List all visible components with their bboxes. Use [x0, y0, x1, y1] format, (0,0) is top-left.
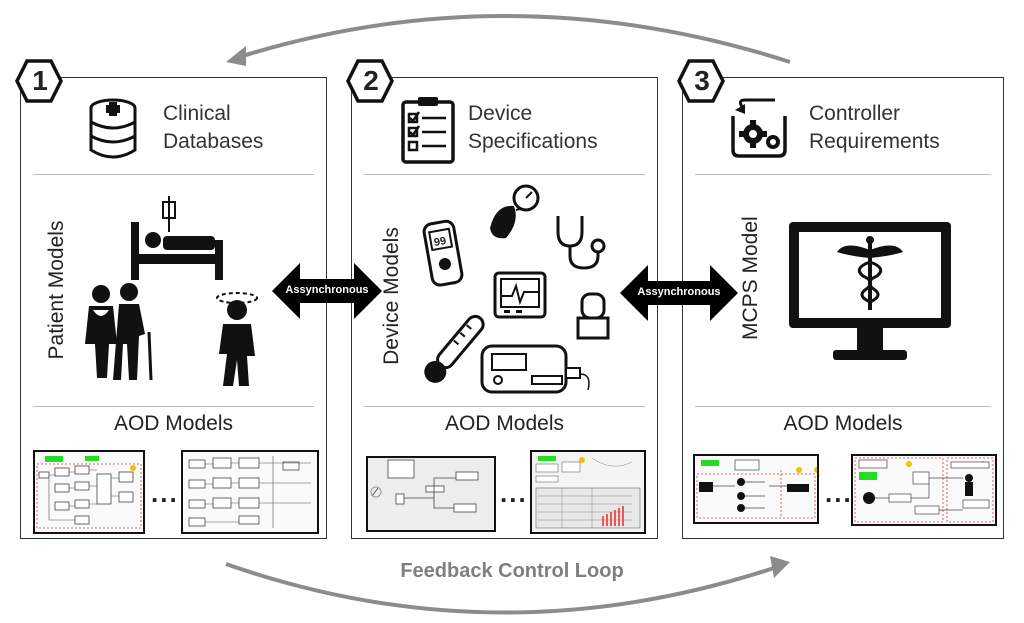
- more-models-dots: ...: [825, 478, 853, 508]
- aod-model-thumbnail: [530, 450, 646, 534]
- gears-icon: [731, 98, 787, 158]
- aod-model-thumbnail: [33, 450, 145, 534]
- glucometer-icon: [422, 219, 464, 287]
- panel-number: 1: [32, 65, 48, 96]
- panel-number: 2: [363, 65, 379, 96]
- async-arrow-left: [272, 263, 382, 319]
- panel-number-hex: [15, 59, 63, 103]
- pump-icon: [576, 292, 610, 340]
- aod-model-thumbnail: [366, 456, 496, 532]
- async-arrow-right: [620, 265, 738, 321]
- more-models-dots: ...: [151, 478, 179, 508]
- separator: [695, 174, 991, 175]
- async-label: Assynchronous: [285, 284, 369, 296]
- more-models-dots: ...: [500, 478, 528, 508]
- async-label: Assynchronous: [637, 286, 721, 298]
- blood-pressure-icon: [490, 184, 540, 239]
- database-icon: [89, 98, 137, 159]
- aod-model-thumbnail: [693, 454, 819, 524]
- caduceus-icon: [837, 236, 903, 310]
- hospital-bed-icon: [131, 196, 223, 280]
- thermometer-icon: [424, 314, 485, 383]
- glucometer-reading: 99: [433, 235, 448, 249]
- dizzy-person-icon: [216, 292, 258, 386]
- aod-models-label: AOD Models: [444, 412, 565, 435]
- aod-model-thumbnail: [851, 454, 997, 526]
- separator: [695, 406, 991, 407]
- panel-number: 3: [694, 65, 710, 96]
- panel-number-hex: [346, 59, 394, 103]
- elderly-couple-icon: [85, 283, 153, 381]
- separator: [33, 174, 314, 175]
- aod-model-thumbnail: [181, 450, 319, 534]
- stethoscope-icon: [556, 216, 606, 270]
- side-label: MCPS Model: [739, 216, 762, 340]
- aod-models-label: AOD Models: [113, 412, 234, 435]
- infusion-pump-icon: [480, 344, 590, 394]
- separator: [33, 406, 314, 407]
- side-label: Patient Models: [45, 220, 68, 360]
- panel-number-hex: [677, 59, 725, 103]
- aod-models-label: AOD Models: [783, 412, 903, 435]
- separator: [364, 406, 645, 407]
- monitor-icon: [493, 271, 547, 319]
- feedback-arc-top: [226, 14, 791, 66]
- checklist-icon: [401, 97, 455, 164]
- separator: [364, 174, 645, 175]
- feedback-control-loop-label: Feedback Control Loop: [400, 560, 624, 582]
- side-label: Device Models: [380, 227, 403, 365]
